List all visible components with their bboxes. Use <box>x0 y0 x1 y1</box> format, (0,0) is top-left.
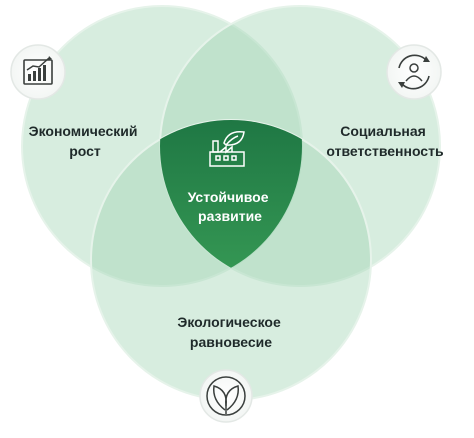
ecological-label: Экологическое равновесие <box>177 314 284 350</box>
ecological-label-line1: Экологическое <box>177 314 281 330</box>
growth-chart-icon <box>10 44 66 100</box>
economic-label: Экономический рост <box>29 123 142 159</box>
ecological-label-line2: равновесие <box>190 334 272 350</box>
economic-label-line1: Экономический <box>29 123 138 139</box>
leaves-icon <box>199 369 253 423</box>
social-label-line1: Социальная <box>340 123 426 139</box>
eco-factory-icon <box>209 130 245 167</box>
social-label-line2: ответственность <box>326 143 444 159</box>
social-label: Социальная ответственность <box>326 123 444 159</box>
people-cycle-icon <box>386 44 442 100</box>
economic-label-line2: рост <box>69 143 101 159</box>
center-label: Устойчивое развитие <box>188 189 273 224</box>
center-label-line1: Устойчивое <box>188 189 269 205</box>
center-label-line2: развитие <box>198 208 262 224</box>
